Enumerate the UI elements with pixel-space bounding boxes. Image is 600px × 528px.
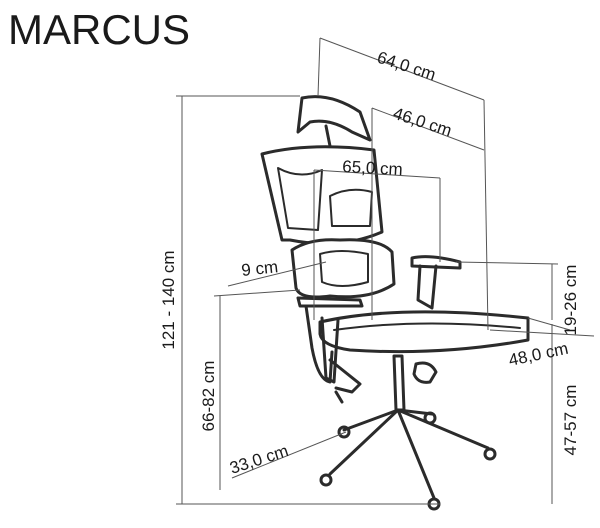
- chair-illustration: [260, 95, 530, 511]
- star-base-icon: [319, 408, 497, 511]
- headrest-icon: [296, 95, 372, 142]
- armrest-left-icon: [296, 296, 364, 308]
- dim-armrest-adjust: 19-26 cm: [561, 265, 580, 336]
- dim-height-total: 121 - 140 cm: [159, 250, 178, 349]
- dim-arm-height: 66-82 cm: [199, 361, 218, 432]
- dim-width: 65,0 cm: [342, 157, 403, 179]
- dim-depth-total: 64,0 cm: [375, 48, 438, 85]
- dim-base-radius: 33,0 cm: [227, 441, 290, 478]
- seat-icon: [318, 310, 530, 354]
- dimension-lines: [176, 37, 595, 505]
- gas-lift-icon: [392, 354, 406, 412]
- product-title: MARCUS: [8, 6, 191, 53]
- dim-seat-depth: 46,0 cm: [391, 104, 454, 141]
- lumbar-icon: [290, 238, 396, 299]
- dim-seat-height: 47-57 cm: [561, 385, 580, 456]
- armrest-right-icon: [410, 255, 462, 270]
- dim-lumbar-gap: 9 cm: [240, 257, 279, 280]
